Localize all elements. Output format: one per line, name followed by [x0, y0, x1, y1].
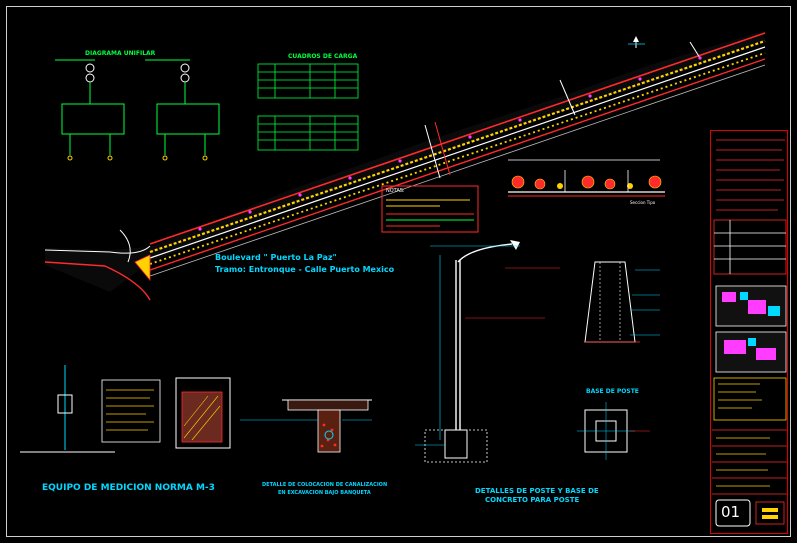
pole-title-line1: DETALLES DE POSTE Y BASE DE	[475, 487, 599, 495]
lamp-markers	[198, 56, 702, 231]
notes-lines	[386, 199, 474, 227]
diagram-title: DIAGRAMA UNIFILAR	[85, 50, 156, 57]
road-plan	[44, 32, 766, 301]
trench-title-line1: DETALLE DE COLOCACION DE CANALIZACION	[262, 482, 388, 488]
road-body	[45, 32, 766, 292]
median-island	[134, 254, 151, 282]
meter-title: EQUIPO DE MEDICION NORMA M-3	[42, 483, 215, 493]
road-edge-red-top	[149, 32, 766, 245]
typical-section	[508, 159, 665, 197]
section-label: Seccion Tipo	[630, 200, 656, 205]
title-block-content	[712, 139, 788, 527]
segment-label: Tramo: Entronque - Calle Puerto Mexico	[215, 265, 395, 274]
notes-title: NOTAS:	[386, 188, 405, 194]
meter-equipment	[20, 365, 231, 453]
notes-box	[381, 185, 479, 233]
title-block	[710, 130, 788, 534]
trench-title-line2: EN EXCAVACION BAJO BANQUETA	[278, 490, 371, 496]
pole-detail	[415, 240, 560, 463]
single-line-diagram	[55, 59, 220, 161]
road-edge-yellow-bottom	[149, 52, 766, 265]
sheet-frame	[6, 6, 791, 537]
road-edge-red-bottom	[149, 58, 766, 271]
road-edge-white-bottom	[149, 64, 766, 277]
cross-street-line-3	[559, 79, 576, 116]
intersection-curve	[44, 245, 151, 254]
road-centerline-white	[149, 46, 766, 259]
intersection-curve-3	[119, 229, 131, 263]
road-edge-yellow	[149, 39, 766, 254]
cross-street-line-4	[689, 41, 701, 59]
cross-street-line-1	[424, 124, 441, 179]
loads-title: CUADROS DE CARGA	[288, 53, 358, 60]
load-tables	[257, 63, 359, 151]
trench-detail	[240, 399, 372, 453]
north-arrow-icon	[628, 36, 645, 48]
cross-street-line-2	[434, 121, 451, 176]
sheet-number: 01	[721, 503, 741, 521]
concrete-base-section	[584, 261, 660, 343]
base-plan-view	[577, 402, 650, 460]
boulevard-name: Boulevard " Puerto La Paz"	[215, 253, 337, 262]
intersection-curve-2	[44, 261, 151, 301]
pole-title-line2: CONCRETO PARA POSTE	[485, 496, 580, 504]
pole-base-title: BASE DE POSTE	[586, 388, 639, 395]
